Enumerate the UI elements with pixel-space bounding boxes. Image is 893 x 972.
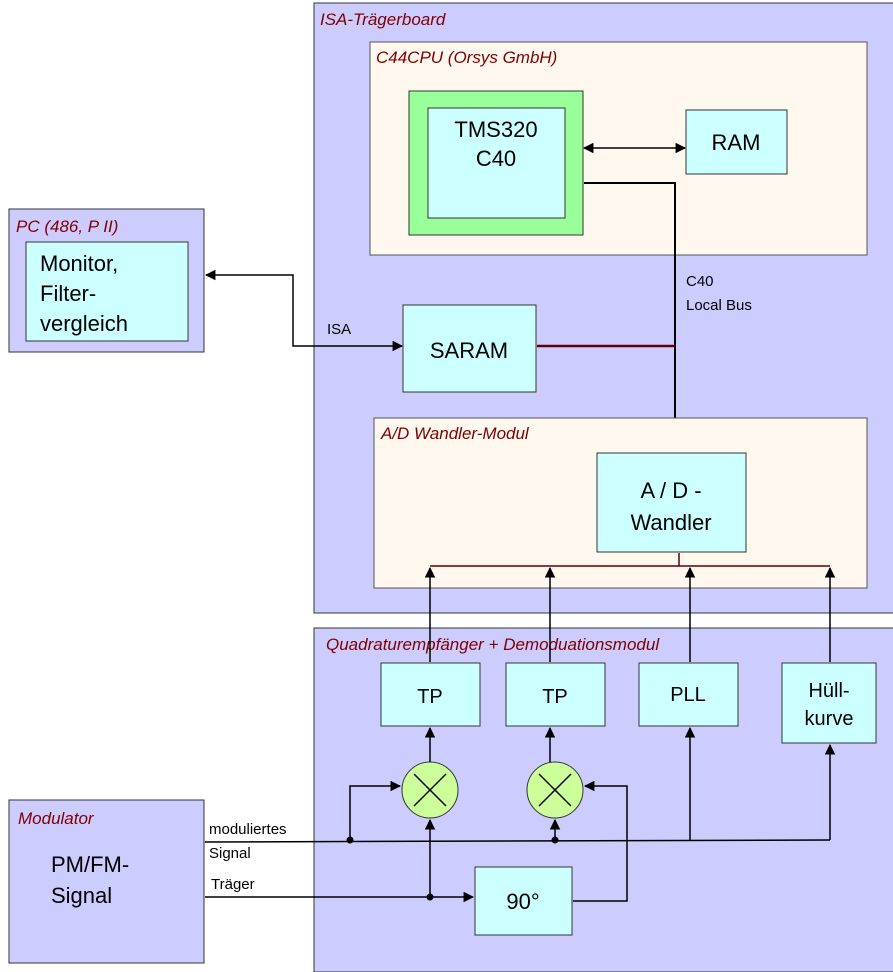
pll-block [638, 662, 739, 727]
tp1-label: TP [417, 686, 443, 708]
tms320-block [427, 107, 566, 219]
tms320-label-1: TMS320 [454, 117, 537, 142]
c40-local-bus [584, 182, 676, 452]
ad-label-1: A / D - [640, 478, 701, 503]
tp1-block [380, 662, 481, 727]
ram-label: RAM [712, 130, 761, 155]
monitor-label-1: Monitor, [40, 251, 118, 276]
tms320-label-2: C40 [476, 146, 516, 171]
saram-label: SARAM [430, 338, 508, 363]
modulator-title: Modulator [18, 809, 95, 828]
c44cpu-title: C44CPU (Orsys GmbH) [376, 48, 557, 67]
monitor-label-3: vergleich [40, 311, 128, 336]
modulated-signal-line [204, 839, 831, 843]
isa-link [204, 269, 404, 352]
modulator-label-2: Signal [51, 883, 112, 908]
traeger-label: Träger [211, 876, 255, 893]
huellkurve-label-1: Hüll- [808, 680, 849, 702]
mixer-1-cross-b [413, 773, 447, 807]
tp2-label: TP [542, 686, 568, 708]
ad-label-2: Wandler [630, 510, 711, 535]
bus-label-2: Local Bus [686, 297, 752, 314]
isa-board-title: ISA-Trägerboard [320, 10, 446, 29]
pc-title: PC (486, P II) [16, 217, 118, 236]
huellkurve-block [781, 662, 877, 744]
ad-module-title: A/D Wandler-Modul [380, 424, 530, 443]
mixer-2-cross-b [538, 773, 572, 807]
quad-title: Quadraturempfänger + Demoduationsmodul [326, 635, 660, 654]
monitor-block [25, 241, 189, 342]
pll-label: PLL [670, 684, 706, 706]
phase90-to-mixer2-arrow [573, 780, 628, 902]
isa-label: ISA [327, 321, 351, 338]
monitor-label-2: Filter- [40, 281, 96, 306]
modulator-region [8, 799, 205, 964]
huellkurve-label-2: kurve [805, 708, 854, 730]
ram-block [685, 109, 788, 175]
tp2-block [505, 662, 606, 727]
bus-label-1: C40 [686, 273, 714, 290]
saram-block [402, 304, 537, 393]
moduliertes-label-2: Signal [209, 845, 251, 862]
ad-converter-block [596, 452, 747, 553]
modulator-label-1: PM/FM- [51, 852, 129, 877]
signal-to-mixer1-arrow [349, 780, 402, 840]
moduliertes-label-1: moduliertes [209, 821, 287, 838]
phase90-label: 90° [506, 889, 539, 914]
phase90-block [474, 866, 573, 936]
